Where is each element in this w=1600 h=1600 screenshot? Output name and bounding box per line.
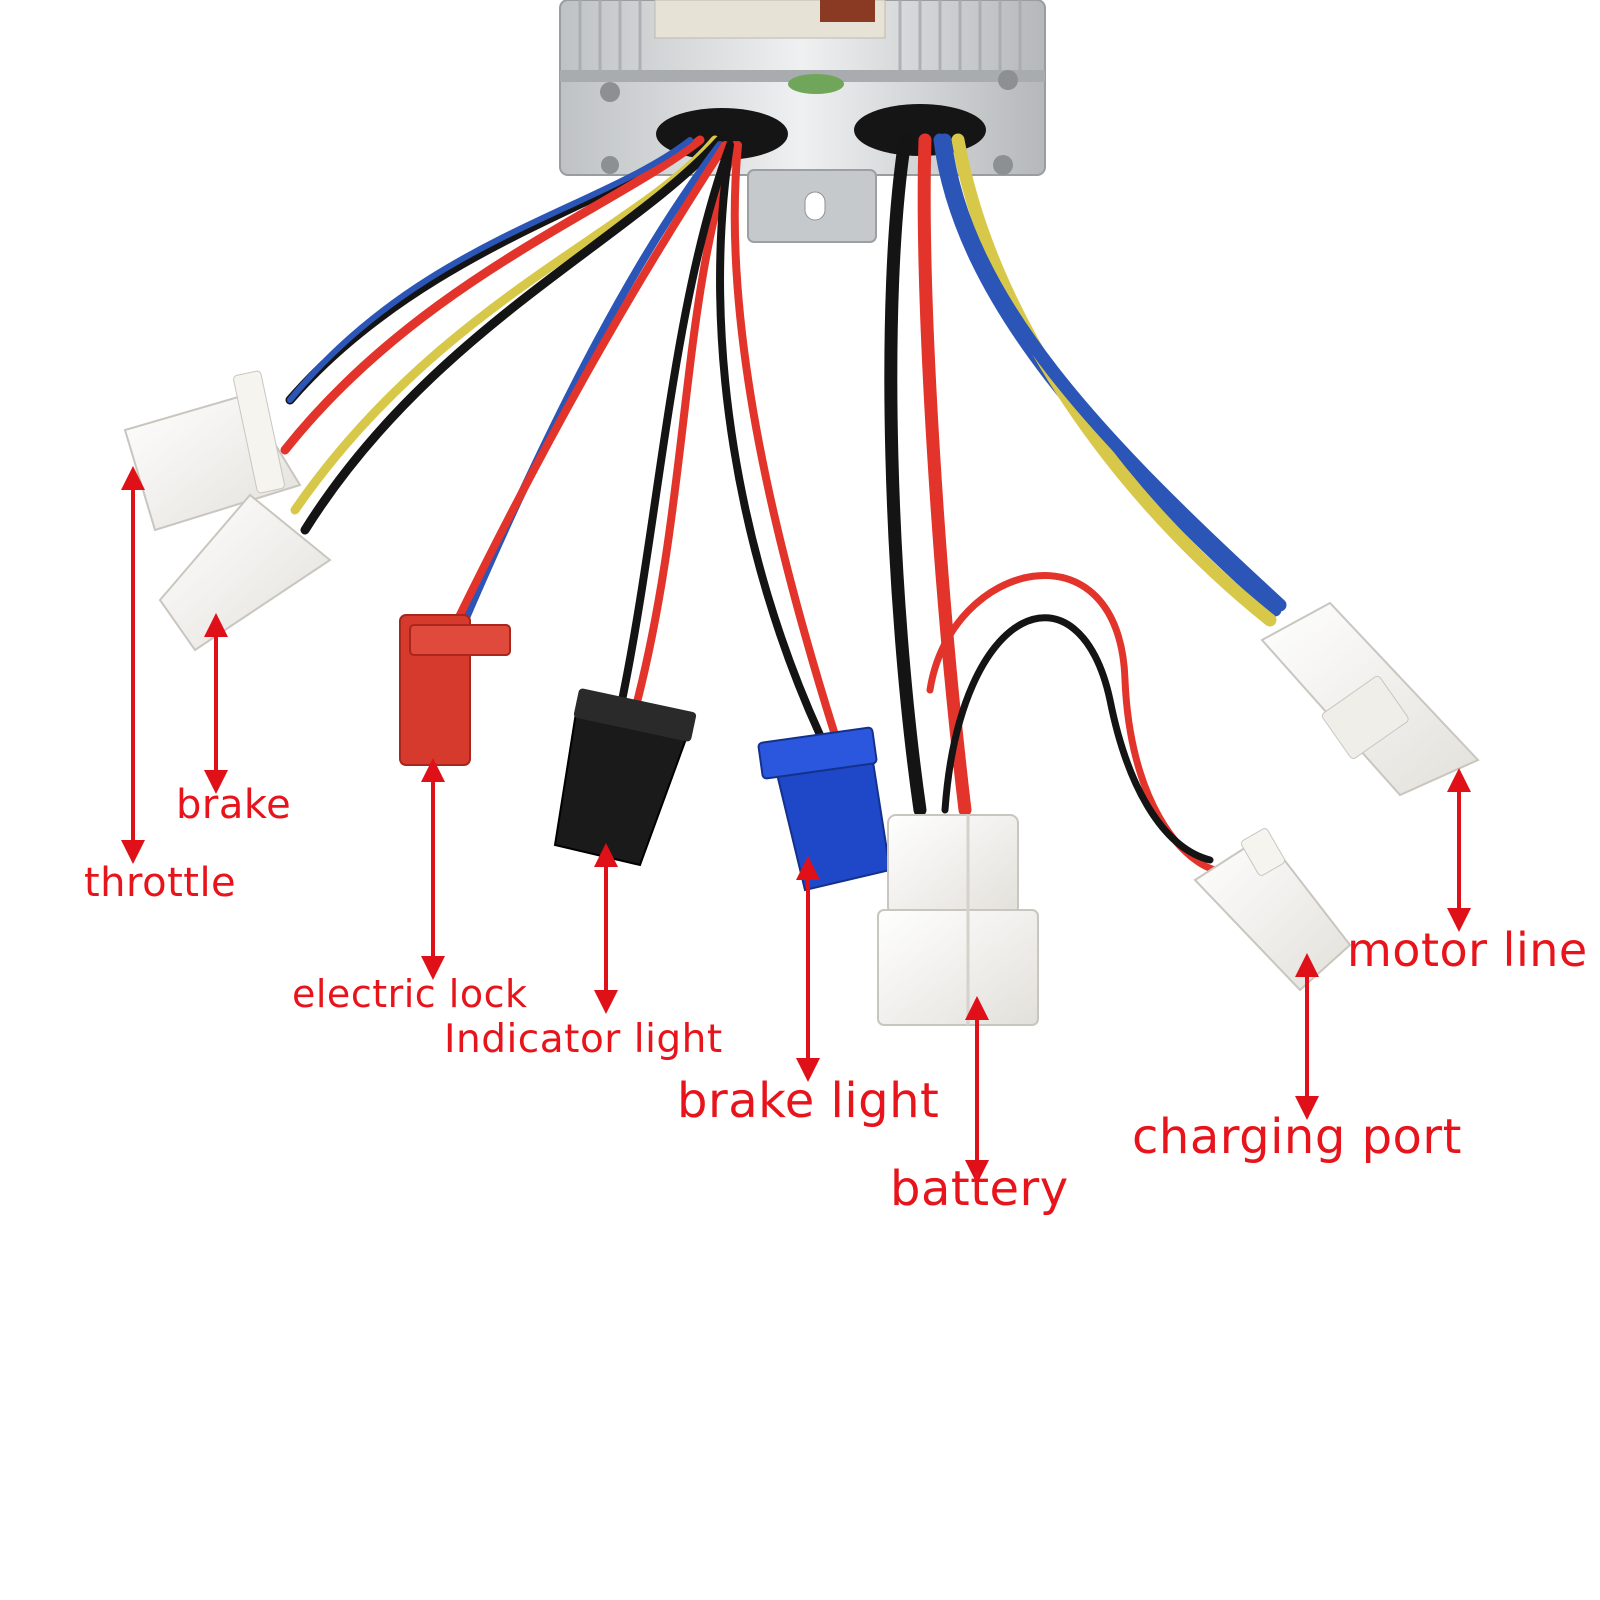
left-wire-bundle [280,135,839,739]
controller-housing [559,0,1046,243]
throttle-connector [123,370,302,532]
electric-lock-connector [399,614,511,766]
battery-connector [877,814,1039,1026]
charging-port-connector [1193,828,1352,992]
callout-arrows [121,466,1471,1184]
label-charging-port: charging port [1132,1109,1462,1165]
motor-line-connector [1260,601,1480,797]
brake-light-connector [757,726,892,892]
label-indicator-light: Indicator light [444,1017,723,1062]
label-brake: brake [176,782,292,828]
label-throttle: throttle [84,860,237,906]
label-motor-line: motor line [1347,923,1588,977]
indicator-light-connector [553,688,697,867]
right-wire-bundle [884,133,1287,874]
label-brake-light: brake light [677,1073,940,1129]
brake-connector [158,493,332,652]
label-electric-lock: electric lock [292,972,528,1016]
label-battery: battery [890,1161,1069,1217]
